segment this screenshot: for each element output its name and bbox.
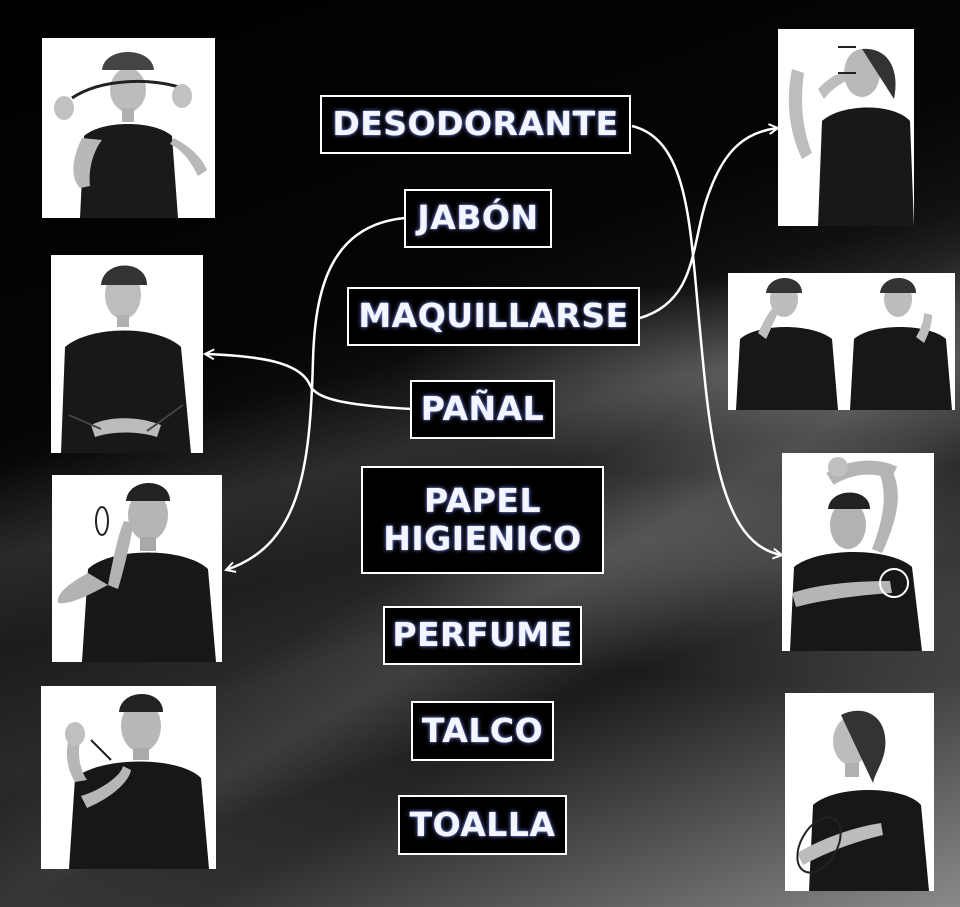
word-label-line2: HIGIENICO [383,519,582,558]
photo-left-1 [42,38,215,218]
person-sign-image [782,453,934,651]
arrow-desodorante-to-right-3 [631,124,782,555]
word-toalla: TOALLA [398,795,567,855]
word-papel-higienico: PAPEL HIGIENICO [361,466,604,574]
photo-right-1 [778,29,914,226]
person-sign-image [41,686,216,869]
word-label: DESODORANTE [332,104,619,144]
word-label-line1: PAPEL [424,481,541,521]
photo-right-3 [782,453,934,651]
word-label: TALCO [421,710,544,750]
photo-right-2 [728,273,955,410]
word-label: PAÑAL [420,389,545,429]
person-sign-image [728,273,955,410]
arrow-panal-to-left-2 [205,354,413,411]
word-jabon: JABÓN [404,189,552,248]
word-desodorante: DESODORANTE [320,95,631,154]
photo-right-4 [785,693,934,891]
person-sign-image [778,29,914,226]
word-label: PERFUME [392,615,573,655]
word-perfume: PERFUME [383,606,582,665]
word-label: MAQUILLARSE [358,296,629,336]
arrow-jabon-to-left-3 [226,216,406,570]
arrow-maquillarse-to-right-1 [639,128,778,320]
photo-left-2 [51,255,203,453]
person-sign-image [52,475,222,662]
word-talco: TALCO [411,701,554,761]
photo-left-4 [41,686,216,869]
person-sign-image [785,693,934,891]
word-label: TOALLA [409,804,556,844]
photo-left-3 [52,475,222,662]
person-sign-image [42,38,215,218]
person-sign-image [51,255,203,453]
word-panal: PAÑAL [410,380,555,439]
word-label: JABÓN [417,198,539,238]
word-maquillarse: MAQUILLARSE [347,287,640,346]
